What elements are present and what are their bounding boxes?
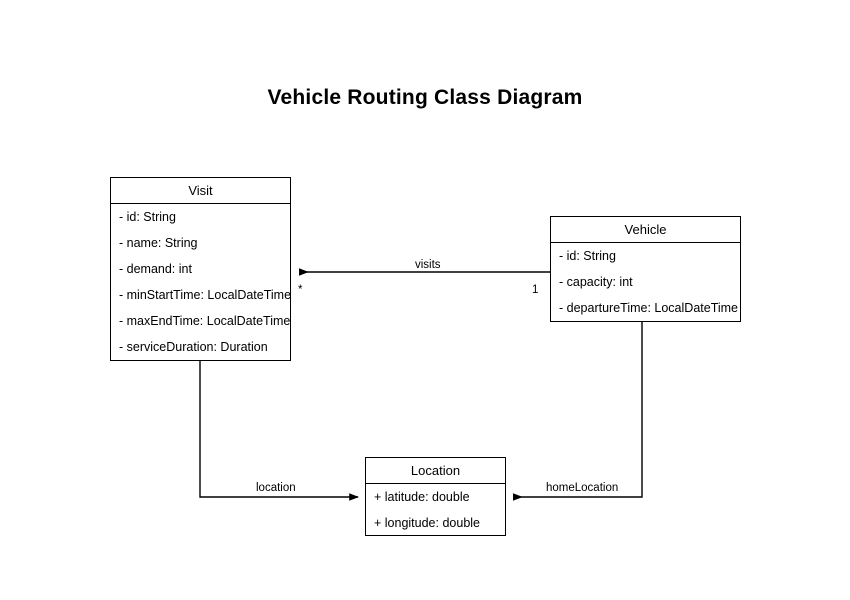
class-attributes-vehicle: - id: String - capacity: int - departure… [551,243,740,321]
class-name-vehicle: Vehicle [551,217,740,243]
attribute-row: - departureTime: LocalDateTime [559,301,739,315]
attribute-row: - name: String [119,236,198,250]
edge-location [199,360,359,501]
class-name-location: Location [366,458,505,484]
attribute-row: - minStartTime: LocalDateTime [119,288,290,302]
edge-home-location-line [513,321,643,501]
attribute-row: + latitude: double [374,490,470,504]
class-box-location[interactable]: Location + latitude: double + longitude:… [365,457,506,536]
edge-location-line [199,360,359,501]
attribute-row: - maxEndTime: LocalDateTime [119,314,290,328]
class-name-visit: Visit [111,178,290,204]
edge-home-location [513,321,643,501]
edge-label-home-location: homeLocation [543,482,622,494]
attribute-row: - id: String [559,249,616,263]
attribute-row: - demand: int [119,262,192,276]
class-box-vehicle[interactable]: Vehicle - id: String - capacity: int - d… [550,216,741,322]
attribute-row: - id: String [119,210,176,224]
class-attributes-visit: - id: String - name: String - demand: in… [111,204,290,360]
edge-label-location: location [253,482,299,494]
class-attributes-location: + latitude: double + longitude: double [366,484,505,536]
class-box-visit[interactable]: Visit - id: String - name: String - dema… [110,177,291,361]
multiplicity-visits-target: * [298,284,303,296]
attribute-row: + longitude: double [374,516,480,530]
attribute-row: - serviceDuration: Duration [119,340,268,354]
attribute-row: - capacity: int [559,275,633,289]
edge-label-visits: visits [412,259,444,271]
multiplicity-visits-source: 1 [532,284,539,296]
page-title: Vehicle Routing Class Diagram [267,86,583,109]
